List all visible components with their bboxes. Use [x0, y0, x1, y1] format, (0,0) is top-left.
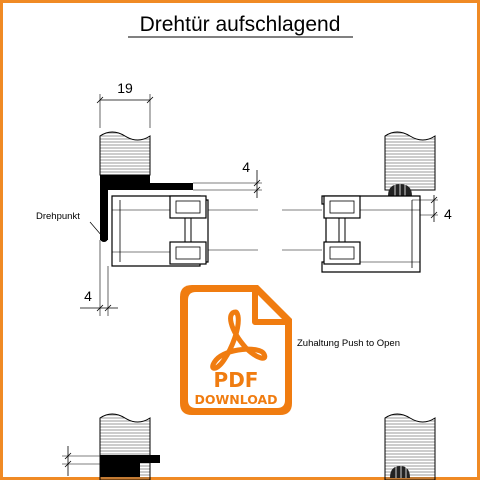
- bottom-left-detail: [62, 413, 160, 480]
- bottom-right-detail: [384, 413, 436, 480]
- cabinet-side-panel-right: [384, 131, 436, 191]
- hinge-profile: [100, 175, 193, 240]
- cabinet-side-panel: [99, 131, 151, 176]
- pdf-badge-subtitle: DOWNLOAD: [194, 392, 277, 407]
- latch-label: Zuhaltung Push to Open: [297, 338, 400, 349]
- dim-19-label: 19: [117, 80, 133, 96]
- pdf-download-button[interactable]: PDF DOWNLOAD: [180, 285, 292, 415]
- dim-gap-right-label: 4: [444, 206, 452, 222]
- pdf-badge-title: PDF: [214, 368, 259, 392]
- dim-gap-left-label: 4: [84, 288, 92, 304]
- drawing-title: Drehtür aufschlagend: [140, 13, 341, 36]
- right-detail: 4 Zuhaltung Push to Open: [282, 131, 452, 349]
- pivot-label: Drehpunkt: [36, 211, 80, 222]
- left-detail: 19 4 4 Drehpunkt: [36, 80, 262, 316]
- page-corner-fold: [252, 292, 285, 325]
- acrobat-icon: [210, 309, 268, 371]
- dim-gap-top-label: 4: [242, 159, 250, 175]
